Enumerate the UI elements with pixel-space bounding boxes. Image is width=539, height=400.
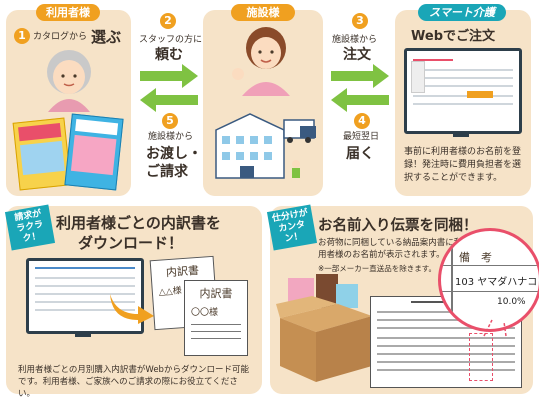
step-3-text: 施設様から [332,35,378,45]
arrow-left-icon-2 [331,88,389,112]
facility-label: 施設様 [231,4,295,21]
elderly-user-illustration [47,50,91,112]
step-3-number: 3 [352,13,368,29]
step-1-number: 1 [14,28,30,44]
step-5-action-1: お渡し・ [146,146,202,162]
step-2-text: スタッフの方に [139,35,203,45]
invoice-doc-2-name: 〇〇様 [191,308,219,318]
easy-billing-tag: 請求が ラクラク！ [4,204,56,251]
step-2-number: 2 [160,13,176,29]
delivery-slip-title: お名前入り伝票を同梱！ [318,218,478,234]
invoice-title-1: 利用者様ごとの内訳書を [56,214,221,232]
arrow-left-icon [140,88,198,112]
catalog-2 [64,113,124,191]
invoice-title-2: ダウンロード！ [78,234,184,252]
step-5-text: 施設様から [148,132,194,142]
invoice-document-2: 内訳書 〇〇様 [184,280,248,356]
invoice-description: 利用者様ごとの月別購入内訳書がWebからダウンロード可能です。利用者様、ご家族へ… [18,365,249,399]
step-2-action: 頼む [155,47,183,63]
easy-sorting-tag-text: 仕分けが カンタン！ [271,208,309,245]
step-4-number: 4 [354,113,370,129]
web-order-monitor [404,48,522,134]
invoice-monitor [26,258,144,334]
step-5-number: 5 [162,113,178,129]
zoom-magnifier: 備 考 103 ヤマダハナコ 10.0% [438,228,539,332]
web-order-title: Webでご注文 [411,29,495,44]
cardboard-box-illustration [276,274,372,382]
zoom-connector [483,319,507,337]
invoice-doc-1-title: 内訳書 [165,263,200,280]
monitor-stand [453,131,469,137]
catalog-1 [12,117,72,191]
user-label: 利用者様 [36,4,100,21]
step-3-action: 注文 [343,47,371,63]
step-4-text: 最短翌日 [343,132,380,142]
delivery-slip-note: ※一部メーカー直送品を除きます。 [318,264,437,273]
easy-sorting-tag: 仕分けが カンタン！ [266,204,318,251]
zoom-name: 103 ヤマダハナコ [455,277,538,288]
step-1-text: カタログから [33,32,88,42]
web-order-description: 事前に利用者様のお名前を登録！発注時に費用負担者を選択することができます。 [404,147,522,183]
staff-illustration [232,27,290,96]
delivery-slip-description: お荷物に同梱している納品案内書に利用者様のお名前が表示されます。 [318,238,463,260]
invoice-doc-2-title: 内訳書 [199,287,233,300]
download-arrow-icon [110,294,154,324]
monitor-stand-2 [75,331,91,337]
easy-billing-tag-text: 請求が ラクラク！ [13,208,45,245]
smart-kaigo-label: スマート介護 [418,4,506,21]
facility-building-illustration [215,113,316,179]
zoom-percent: 10.0% [497,297,526,307]
zoom-header: 備 考 [459,251,492,264]
step-4-action: 届く [346,146,374,162]
arrow-right-icon [140,64,198,88]
step-5-action-2: ご請求 [146,164,188,180]
step-1-action: 選ぶ [91,28,122,46]
arrow-right-icon-2 [331,64,389,88]
